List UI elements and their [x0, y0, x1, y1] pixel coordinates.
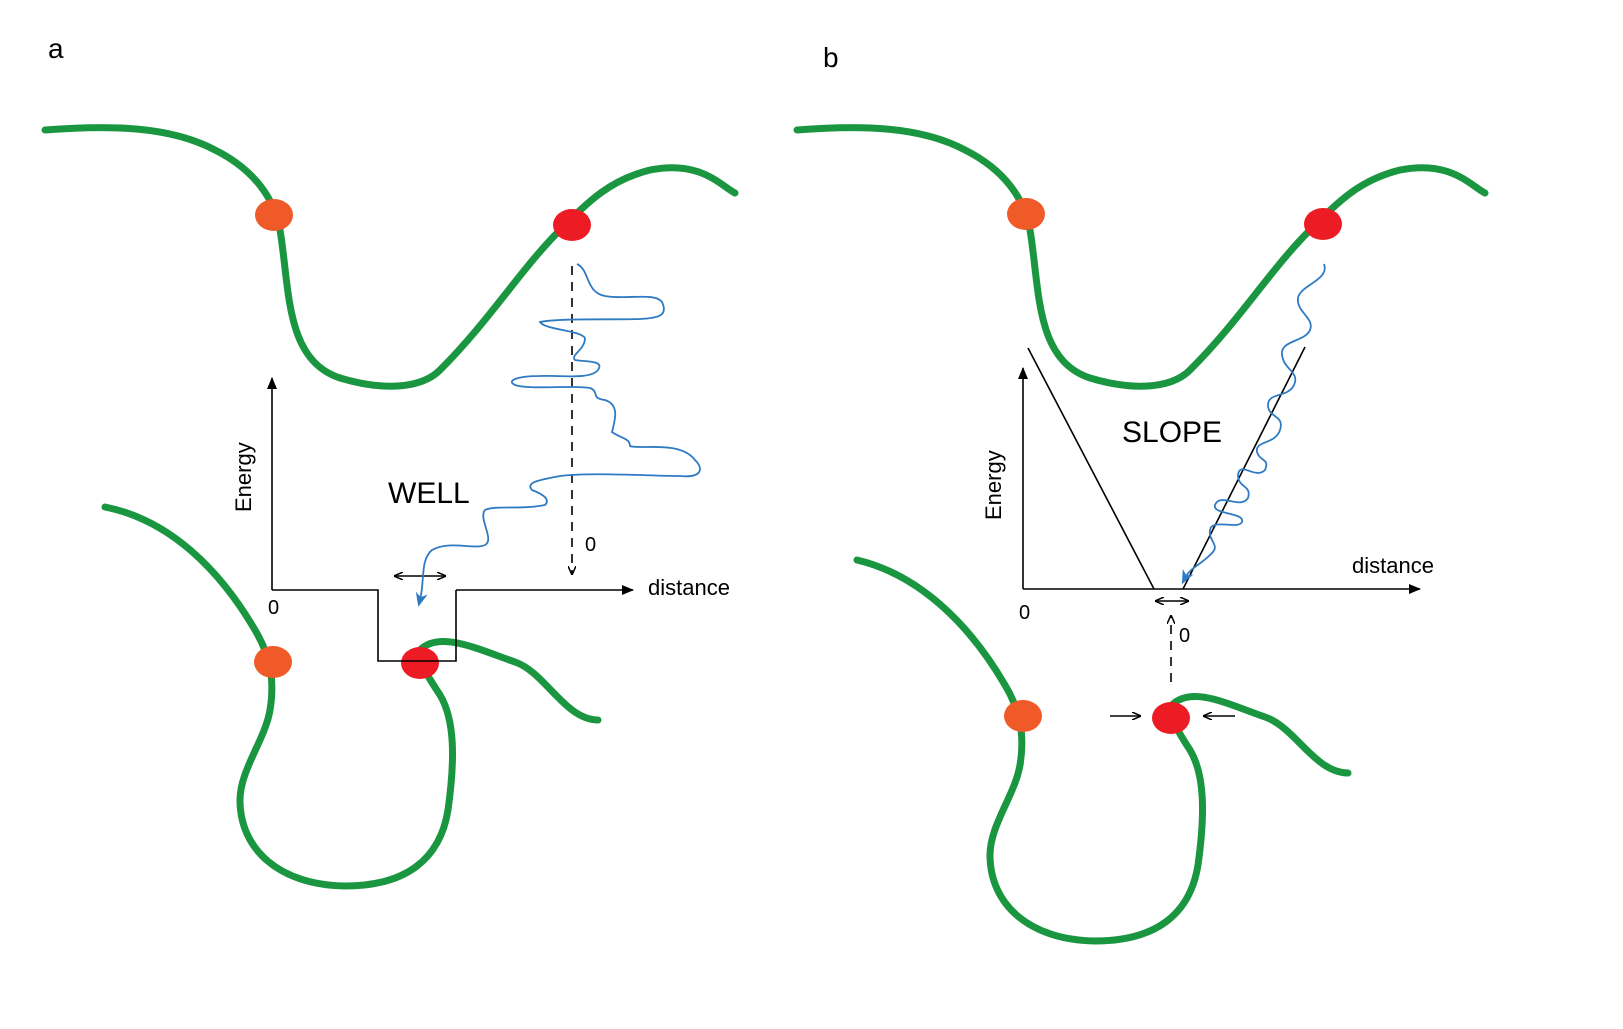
- x-axis-label-b: distance: [1352, 553, 1434, 578]
- locus-red-bottom-b: [1152, 702, 1190, 734]
- random-walk-trajectory-a: [415, 263, 701, 607]
- chromatin-strand-bottom-a-right: [416, 638, 602, 724]
- panel-b: b Energy distance 0 0 SLOPE: [793, 42, 1489, 945]
- chromatin-strand-bottom-b-right: [1168, 693, 1352, 777]
- origin-label-b: 0: [1019, 602, 1030, 624]
- slope-label: SLOPE: [1122, 416, 1222, 449]
- zero-label-a: 0: [585, 534, 596, 556]
- random-walk-trajectory-b: [1181, 263, 1326, 585]
- well-label: WELL: [388, 477, 470, 510]
- slope-potential-left: [1027, 347, 1155, 590]
- slope-potential-right: [1182, 346, 1306, 590]
- locus-red-top-b: [1304, 208, 1342, 240]
- chromatin-strand-top-a: [41, 124, 739, 390]
- panel-a-letter: a: [48, 33, 64, 64]
- locus-red-bottom-a: [401, 647, 439, 679]
- panel-b-letter: b: [823, 42, 839, 73]
- locus-orange-top-b: [1007, 198, 1045, 230]
- zero-label-b: 0: [1179, 625, 1190, 647]
- locus-orange-bottom-b: [1004, 700, 1042, 732]
- y-axis-label-b: Energy: [981, 450, 1006, 520]
- chromatin-strand-top-b: [793, 124, 1489, 390]
- x-axis-label-a: distance: [648, 575, 730, 600]
- chromatin-strand-bottom-b-left: [853, 556, 1206, 945]
- chromatin-strand-bottom-a-left: [101, 503, 456, 890]
- locus-orange-bottom-a: [254, 646, 292, 678]
- panel-a: a Energy distance 0 0 WELL: [41, 33, 739, 890]
- origin-label-a: 0: [268, 597, 279, 619]
- well-potential-curve: [272, 589, 457, 662]
- locus-red-top-a: [553, 209, 591, 241]
- locus-orange-top-a: [255, 199, 293, 231]
- y-axis-label-a: Energy: [231, 442, 256, 512]
